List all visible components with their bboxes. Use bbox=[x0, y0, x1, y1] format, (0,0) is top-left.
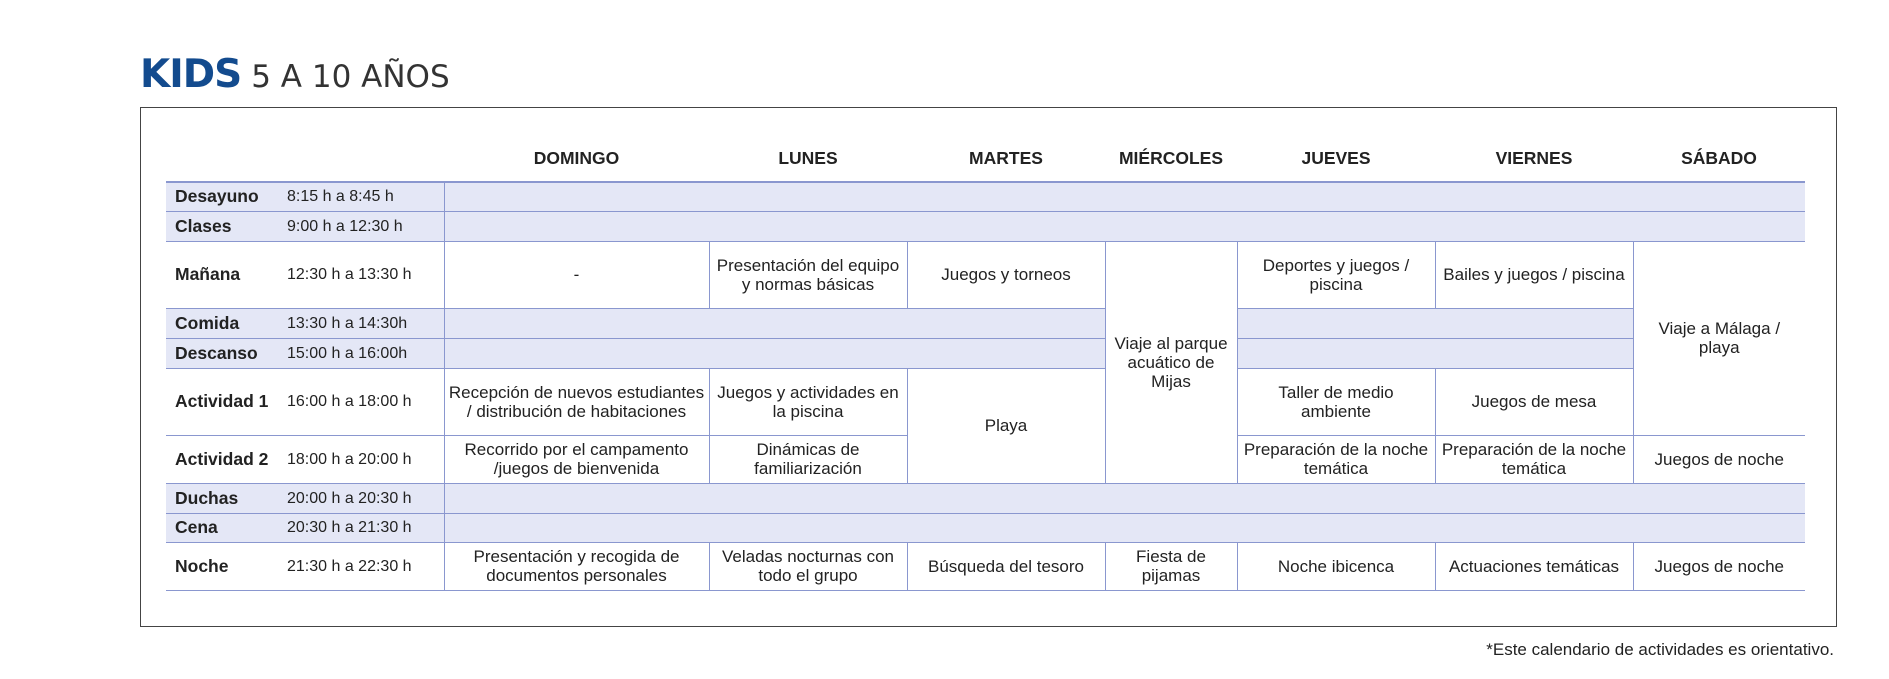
blank-cell bbox=[443, 211, 1805, 241]
footnote: *Este calendario de actividades es orien… bbox=[1486, 640, 1834, 659]
row-time: 21:30 h a 22:30 h bbox=[287, 557, 412, 575]
activity-cell-martes: Búsqueda del tesoro bbox=[906, 542, 1105, 590]
activity-cell-domingo: Recepción de nuevos estudiantes / distri… bbox=[443, 368, 709, 435]
row-label: Mañana bbox=[175, 264, 241, 284]
activity-cell-martes-playa: Playa bbox=[906, 368, 1105, 483]
activity-cell-martes: Juegos y torneos bbox=[906, 241, 1105, 308]
day-header-lunes: LUNES bbox=[709, 135, 907, 183]
row-actividad-2: Actividad 2 18:00 h a 20:00 h Recorrido … bbox=[166, 435, 1805, 483]
row-time: 20:30 h a 21:30 h bbox=[283, 513, 444, 542]
activity-cell-lunes: Presentación del equipo y normas básicas bbox=[708, 241, 907, 308]
activity-cell-jueves: Taller de medio ambiente bbox=[1236, 368, 1435, 435]
blank-cell bbox=[443, 338, 1105, 368]
blank-cell bbox=[1236, 338, 1633, 368]
activity-cell-lunes: Dinámicas de familiarización bbox=[708, 435, 907, 483]
activity-cell-viernes: Preparación de la noche temática bbox=[1434, 435, 1633, 483]
day-header-row: DOMINGO LUNES MARTES MIÉRCOLES JUEVES VI… bbox=[166, 135, 1805, 183]
row-descanso: Descanso 15:00 h a 16:00h bbox=[166, 338, 1805, 368]
activity-cell-domingo: Recorrido por el campamento /juegos de b… bbox=[443, 435, 709, 483]
row-noche: Noche 21:30 h a 22:30 h Presentación y r… bbox=[166, 542, 1805, 590]
activity-cell-domingo: - bbox=[443, 241, 709, 308]
activity-cell-sabado-viaje: Viaje a Málaga / playa bbox=[1632, 241, 1805, 435]
schedule-table: DOMINGO LUNES MARTES MIÉRCOLES JUEVES VI… bbox=[166, 135, 1805, 591]
row-label: Comida bbox=[166, 308, 283, 338]
day-header-miercoles: MIÉRCOLES bbox=[1105, 135, 1237, 183]
row-clases: Clases 9:00 h a 12:30 h bbox=[166, 211, 1805, 241]
row-manana: Mañana 12:30 h a 13:30 h - Presentación … bbox=[166, 241, 1805, 483]
day-header-viernes: VIERNES bbox=[1435, 135, 1633, 183]
header-blank bbox=[283, 135, 444, 183]
row-cena: Cena 20:30 h a 21:30 h bbox=[166, 513, 1805, 542]
blank-cell bbox=[443, 483, 1805, 513]
activity-cell-jueves: Preparación de la noche temática bbox=[1236, 435, 1435, 483]
row-label: Noche bbox=[175, 555, 229, 576]
row-label: Clases bbox=[166, 211, 283, 241]
activity-cell-domingo: Presentación y recogida de documentos pe… bbox=[443, 542, 709, 590]
activity-cell-viernes: Actuaciones temáticas bbox=[1434, 542, 1633, 590]
activity-cell-sabado: Juegos de noche bbox=[1632, 542, 1805, 590]
row-time: 8:15 h a 8:45 h bbox=[283, 182, 444, 211]
row-time: 12:30 h a 13:30 h bbox=[287, 266, 412, 283]
row-label: Cena bbox=[166, 513, 283, 542]
row-label: Desayuno bbox=[166, 182, 283, 211]
row-time: 9:00 h a 12:30 h bbox=[283, 211, 444, 241]
blank-cell bbox=[443, 308, 1105, 338]
day-header-sabado: SÁBADO bbox=[1633, 135, 1805, 183]
row-comida: Comida 13:30 h a 14:30h bbox=[166, 308, 1805, 338]
activity-cell-miercoles: Fiesta de pijamas bbox=[1104, 542, 1237, 590]
row-time: 20:00 h a 20:30 h bbox=[283, 483, 444, 513]
row-label: Actividad 2 bbox=[175, 448, 269, 469]
row-time: 15:00 h a 16:00h bbox=[283, 338, 444, 368]
row-time: 18:00 h a 20:00 h bbox=[287, 450, 412, 468]
activity-cell-lunes: Veladas nocturnas con todo el grupo bbox=[708, 542, 907, 590]
title-age-range: 5 A 10 AÑOS bbox=[251, 59, 450, 95]
row-label: Duchas bbox=[166, 483, 283, 513]
blank-cell bbox=[443, 513, 1805, 542]
activity-cell-jueves: Noche ibicenca bbox=[1236, 542, 1435, 590]
activity-cell-jueves: Deportes y juegos / piscina bbox=[1236, 241, 1435, 308]
row-duchas: Duchas 20:00 h a 20:30 h bbox=[166, 483, 1805, 513]
activity-cell-viernes: Bailes y juegos / piscina bbox=[1434, 241, 1633, 308]
activity-cell-viernes: Juegos de mesa bbox=[1434, 368, 1633, 435]
activity-cell-sabado: Juegos de noche bbox=[1632, 435, 1805, 483]
blank-cell bbox=[443, 182, 1805, 211]
row-desayuno: Desayuno 8:15 h a 8:45 h bbox=[166, 182, 1805, 211]
day-header-jueves: JUEVES bbox=[1237, 135, 1435, 183]
blank-cell bbox=[1236, 308, 1633, 338]
header-blank bbox=[166, 135, 283, 183]
row-time: 16:00 h a 18:00 h bbox=[287, 393, 412, 410]
row-actividad-1: Actividad 1 16:00 h a 18:00 h Recepción … bbox=[166, 368, 1805, 483]
title-kids: KIDS bbox=[140, 52, 242, 97]
day-header-domingo: DOMINGO bbox=[444, 135, 709, 183]
day-header-martes: MARTES bbox=[907, 135, 1105, 183]
row-time: 13:30 h a 14:30h bbox=[283, 308, 444, 338]
activity-cell-lunes: Juegos y actividades en la piscina bbox=[708, 368, 907, 435]
schedule-frame bbox=[140, 107, 1837, 627]
row-label: Descanso bbox=[166, 338, 283, 368]
row-label: Actividad 1 bbox=[175, 391, 269, 411]
activity-cell-miercoles-viaje: Viaje al parque acuático de Mijas bbox=[1104, 241, 1237, 483]
